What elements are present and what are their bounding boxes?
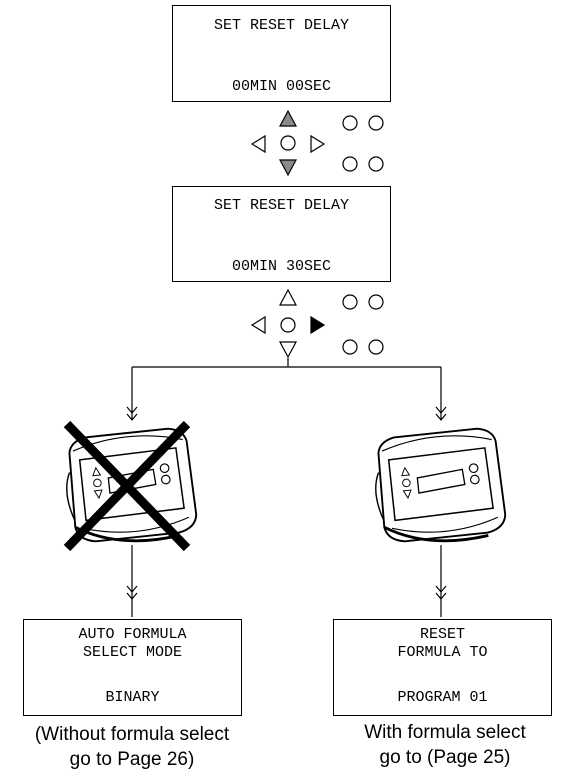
round-button[interactable] [369,116,383,130]
controller-device-right [370,427,507,549]
keypad-2 [252,290,383,357]
round-button[interactable] [343,157,357,171]
keypad-1 [252,111,383,175]
round-button[interactable] [343,116,357,130]
down-arrow-button[interactable] [280,160,296,175]
round-button[interactable] [343,295,357,309]
center-button[interactable] [281,136,295,150]
right-arrow-button[interactable] [311,317,324,333]
round-button[interactable] [369,340,383,354]
up-arrow-button[interactable] [280,290,296,305]
round-button[interactable] [369,295,383,309]
right-arrow-button[interactable] [311,136,324,152]
center-button[interactable] [281,318,295,332]
left-arrow-button[interactable] [252,317,265,333]
left-arrow-button[interactable] [252,136,265,152]
round-button[interactable] [343,340,357,354]
up-arrow-button[interactable] [280,111,296,126]
down-arrow-button[interactable] [280,342,296,357]
round-button[interactable] [369,157,383,171]
